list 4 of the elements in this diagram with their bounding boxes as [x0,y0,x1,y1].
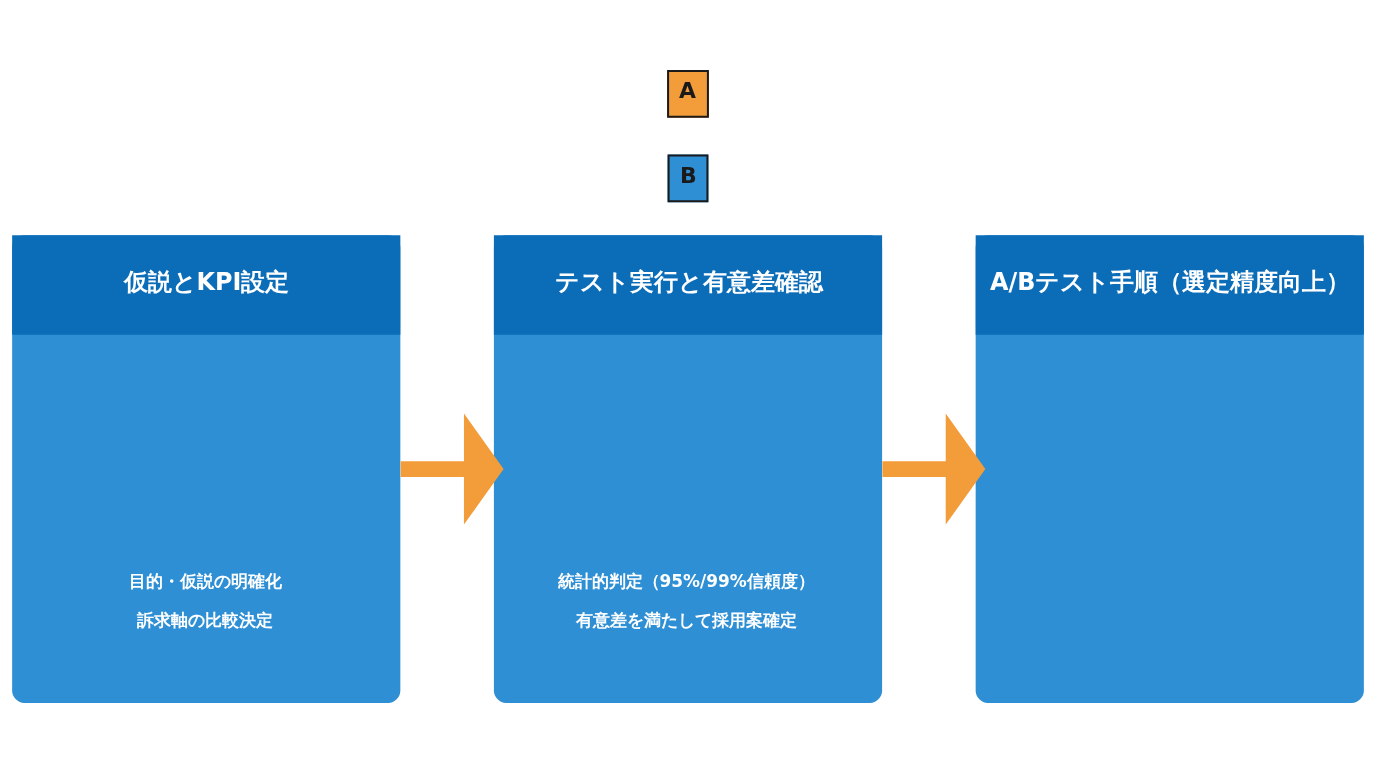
arrow [882,413,986,525]
label: B [680,162,697,188]
label: A [679,77,696,103]
arrow [400,413,504,525]
